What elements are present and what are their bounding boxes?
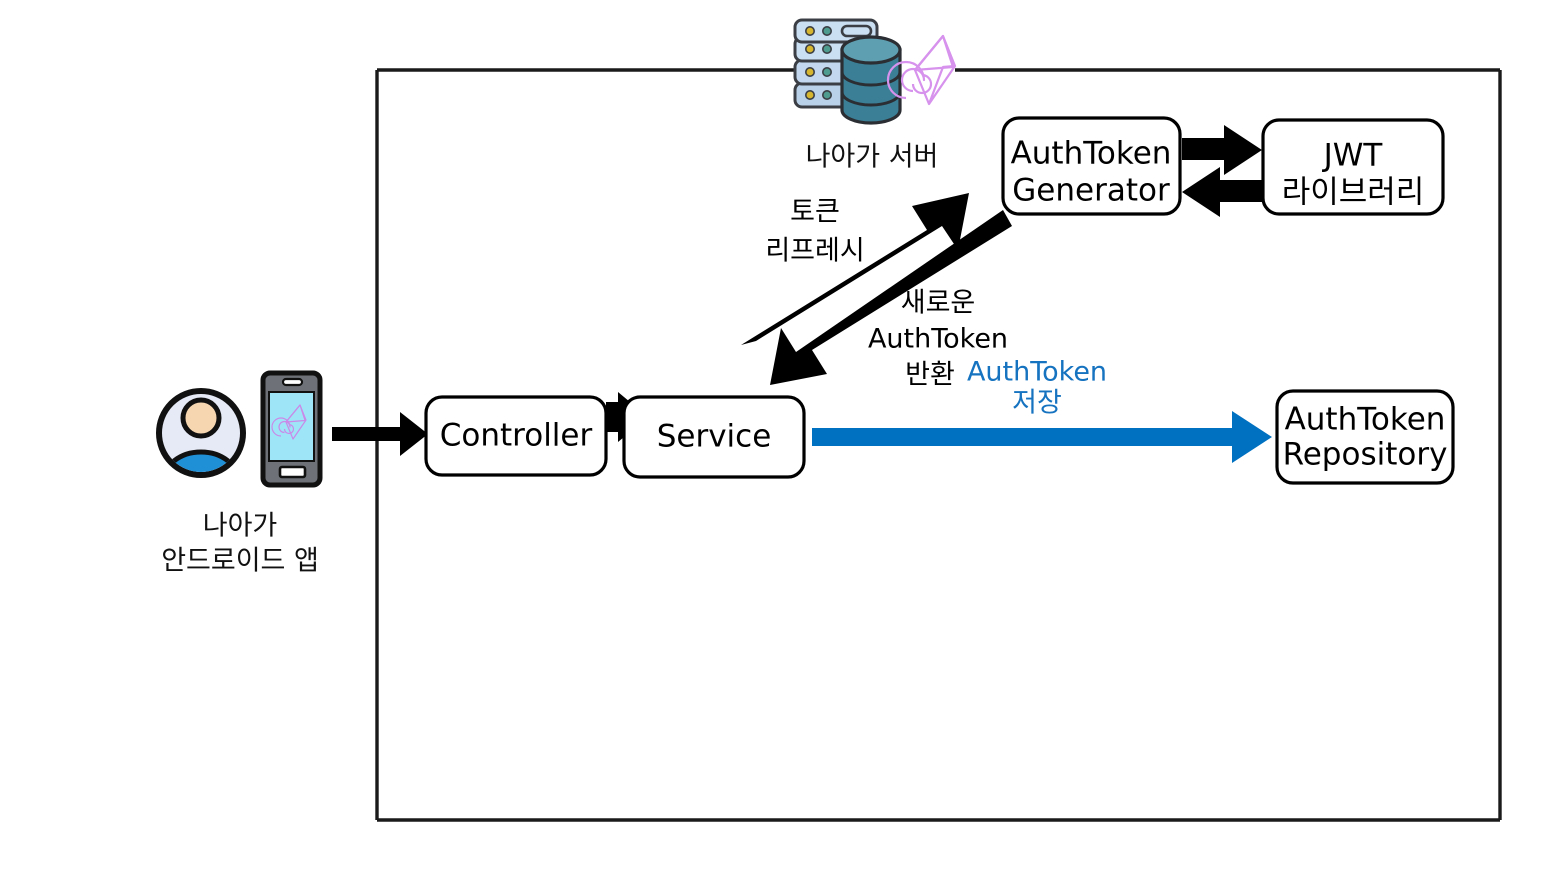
edge-label-new-token-line2: AuthToken <box>868 324 1008 355</box>
authtoken-repository-node[interactable]: AuthToken Repository <box>1275 389 1455 485</box>
jwt-library-label-line2: 라이브러리 <box>1282 175 1425 211</box>
smartphone-icon <box>260 370 323 488</box>
authtoken-generator-label-line1: AuthToken <box>1011 136 1172 172</box>
user-avatar-icon <box>156 388 246 478</box>
edge-generator-to-service <box>770 210 1012 385</box>
authtoken-generator-label-line2: Generator <box>1012 173 1170 209</box>
database-cylinder-icon <box>840 35 902 125</box>
edge-label-token-refresh-line2: 리프레시 <box>765 236 864 267</box>
actor-caption-line2: 안드로이드 앱 <box>161 546 319 577</box>
server-group-label: 나아가 서버 <box>806 142 939 173</box>
edge-label-store-token-line2: 저장 <box>1012 388 1062 419</box>
edge-label-new-token-line1: 새로운 <box>901 288 976 319</box>
authtoken-repository-label-line2: Repository <box>1283 437 1448 473</box>
authtoken-generator-node[interactable]: AuthToken Generator <box>1001 116 1182 216</box>
controller-node-label: Controller <box>440 418 593 454</box>
edge-label-new-token-line3: 반환 <box>905 360 955 391</box>
edge-generator-to-jwt-library <box>1182 125 1262 175</box>
naaga-server-boundary <box>375 68 1502 822</box>
edge-label-token-refresh-line1: 토큰 <box>790 197 840 228</box>
authtoken-repository-label-line1: AuthToken <box>1285 402 1446 438</box>
jwt-library-node[interactable]: JWT 라이브러리 <box>1261 118 1445 216</box>
service-node-label: Service <box>657 419 772 455</box>
edge-jwt-library-to-generator <box>1182 167 1262 217</box>
naaga-logo-icon <box>886 34 957 106</box>
server-database-icon <box>793 18 957 125</box>
edge-service-to-generator <box>741 193 969 345</box>
phone-screen-logo-icon <box>271 404 307 440</box>
jwt-library-label-line1: JWT <box>1322 138 1384 174</box>
service-node[interactable]: Service <box>622 395 806 479</box>
edge-service-to-repository <box>812 411 1272 463</box>
edge-label-store-token-line1: AuthToken <box>967 357 1107 388</box>
edge-app-to-controller <box>332 412 428 456</box>
actor-caption-line1: 나아가 <box>203 511 278 542</box>
controller-node[interactable]: Controller <box>424 395 608 477</box>
